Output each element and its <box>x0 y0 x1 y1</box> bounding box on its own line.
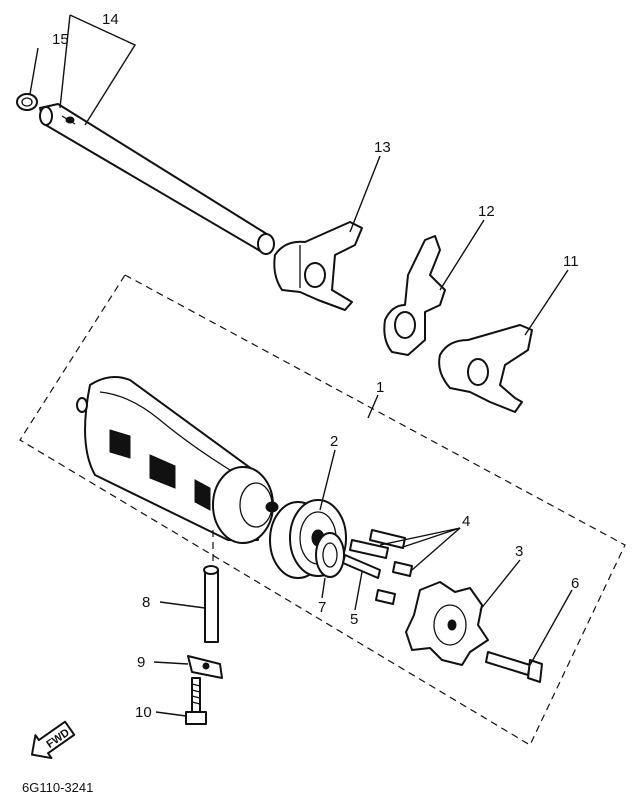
shift-fork-11 <box>438 324 533 413</box>
callout-15: 15 <box>52 31 69 48</box>
pins <box>342 529 413 605</box>
callout-3: 3 <box>515 543 523 560</box>
callout-6: 6 <box>571 575 579 592</box>
callout-13: 13 <box>374 139 391 156</box>
callout-14: 14 <box>102 11 119 28</box>
callout-9: 9 <box>137 654 145 671</box>
shift-fork-12 <box>383 235 446 356</box>
fwd-arrow-icon: FWD <box>30 720 76 760</box>
callout-5: 5 <box>350 611 358 628</box>
shift-shaft <box>39 103 275 255</box>
dowel-pin <box>203 530 219 643</box>
stopper-screw <box>185 677 207 725</box>
callout-8: 8 <box>142 594 150 611</box>
callout-4: 4 <box>462 513 470 530</box>
circlip <box>16 93 38 111</box>
stopper-plate <box>187 655 223 679</box>
callout-11: 11 <box>563 253 579 270</box>
callout-10: 10 <box>135 704 152 721</box>
callout-2: 2 <box>330 433 338 450</box>
callout-7: 7 <box>318 599 326 616</box>
leader-lines <box>29 14 573 717</box>
segment-bolt <box>485 651 543 683</box>
bearing-circlip <box>315 532 345 578</box>
shift-drum <box>76 375 279 544</box>
callout-12: 12 <box>478 203 495 220</box>
segment-plate <box>405 581 489 666</box>
shift-fork-13 <box>273 221 363 311</box>
drawing-code: 6G110-3241 <box>22 780 93 795</box>
callout-1: 1 <box>376 379 384 396</box>
assembly-boundary <box>19 274 626 746</box>
